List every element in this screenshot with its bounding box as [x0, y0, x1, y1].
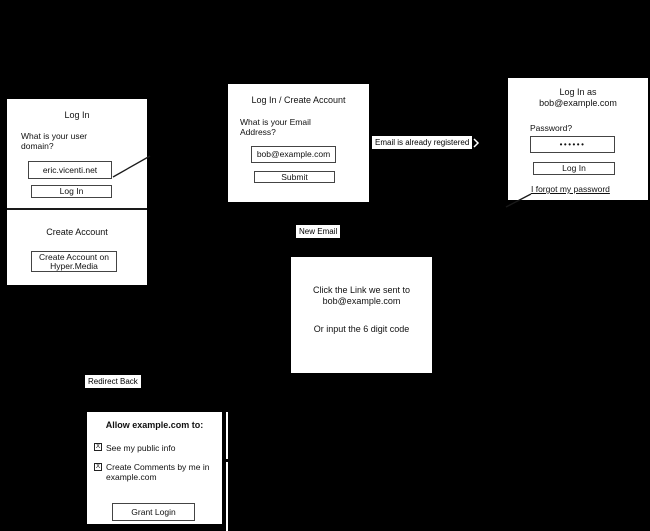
section-divider	[7, 208, 147, 210]
password-login-button[interactable]: Log In	[533, 162, 615, 175]
create-account-button[interactable]: Create Account on Hyper.Media	[31, 251, 117, 272]
oauth-consent-box: Allow example.com to: X See my public in…	[87, 412, 222, 524]
consent-title: Allow example.com to:	[105, 420, 204, 430]
new-email-label: New Email	[295, 224, 342, 239]
checkbox-comments-icon[interactable]: X	[94, 463, 102, 471]
submit-button[interactable]: Submit	[254, 171, 335, 183]
password-login-title-line2: bob@example.com	[539, 98, 617, 108]
email-input[interactable]: bob@example.com	[251, 146, 336, 163]
password-login-title-line1: Log In as	[559, 87, 597, 97]
checkbox-public-info-label: See my public info	[106, 443, 176, 453]
verification-line1: Click the Link we sent to	[312, 285, 411, 295]
email-entry-title: Log In / Create Account	[251, 95, 346, 105]
checkbox-public-info-icon[interactable]: X	[94, 443, 102, 451]
verification-line2: bob@example.com	[322, 296, 401, 306]
password-login-box: Log In as bob@example.com Password? ••••…	[508, 78, 648, 200]
domain-login-button[interactable]: Log In	[31, 185, 112, 198]
vertical-connector-line	[226, 462, 228, 531]
arrowhead-icon	[473, 138, 480, 148]
email-question-label: What is your Email Address?	[240, 117, 311, 137]
domain-input[interactable]: eric.vicenti.net	[28, 161, 112, 179]
forgot-password-link[interactable]: I forgot my password	[531, 184, 610, 194]
email-entry-box: Log In / Create Account What is your Ema…	[228, 84, 369, 202]
email-registered-label: Email is already registered	[371, 135, 474, 150]
domain-login-box: Log In What is your user domain? eric.vi…	[7, 99, 147, 285]
password-label: Password?	[530, 123, 573, 133]
grant-login-button[interactable]: Grant Login	[112, 503, 195, 521]
email-verification-box: Click the Link we sent to bob@example.co…	[291, 257, 432, 373]
checkbox-comments-label: Create Comments by me in example.com	[106, 462, 210, 482]
domain-login-title: Log In	[64, 110, 90, 120]
create-account-title: Create Account	[46, 227, 108, 237]
redirect-back-label: Redirect Back	[84, 374, 142, 389]
verification-line3: Or input the 6 digit code	[313, 324, 410, 334]
vertical-connector-line	[226, 412, 228, 459]
domain-question-label: What is your user domain?	[21, 131, 88, 151]
password-input[interactable]: ••••••	[530, 136, 615, 153]
